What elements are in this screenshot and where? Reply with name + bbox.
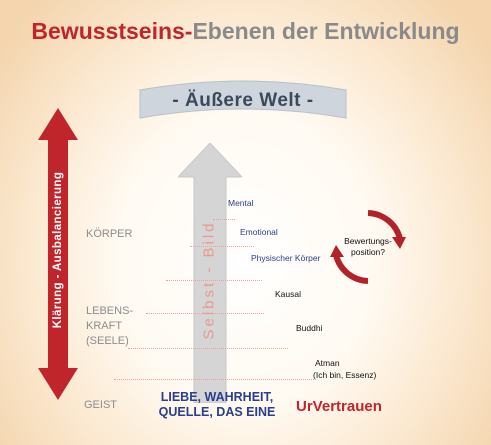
level-divider [166,280,262,281]
evaluation-line1: Bewertungs- [344,236,392,246]
level-physischer-koerper: Physischer Körper [251,253,321,263]
label-lebenskraft-line2: KRAFT [86,320,123,332]
balance-arrow-label: Klärung - Ausbalancierung [52,171,64,329]
title-part2: Ebenen der Entwicklung [192,18,460,44]
outer-world-label: - Äußere Welt - [172,90,314,111]
label-lebenskraft-line1: LEBENS- [86,305,134,317]
evaluation-line2: position? [350,247,386,257]
self-image-up-arrow [178,143,242,403]
level-divider [146,313,264,314]
level-divider [190,246,254,247]
label-lebenskraft: LEBENS- KRAFT (SEELE) [86,304,133,349]
balance-double-arrow [38,108,78,400]
level-divider [128,348,288,349]
title-part1: Bewusstseins- [31,18,193,44]
level-emotional: Emotional [240,227,278,237]
level-buddhi: Buddhi [296,323,323,333]
source-line2: QUELLE, DAS EINE [158,405,276,419]
level-divider [213,219,235,220]
evaluation-position-label: Bewertungs- position? [340,236,396,258]
label-koerper: KÖRPER [86,228,133,240]
level-divider [114,379,314,380]
outer-world-banner [139,80,347,119]
level-mental: Mental [228,198,254,208]
source-label: LIEBE, WAHRHEIT, QUELLE, DAS EINE [152,390,282,420]
level-atman-subtitle: (Ich bin, Essenz) [313,370,377,380]
urvertrauen-label: UrVertrauen [296,398,382,415]
level-atman: Atman [315,358,340,368]
label-lebenskraft-line3: (SEELE) [86,335,129,347]
evaluation-cycle-arrows [330,210,406,284]
page-title: Bewusstseins-Ebenen der Entwicklung [0,18,491,45]
level-kausal: Kausal [275,289,301,299]
label-geist: GEIST [84,399,118,411]
source-line1: LIEBE, WAHRHEIT, [160,390,274,404]
